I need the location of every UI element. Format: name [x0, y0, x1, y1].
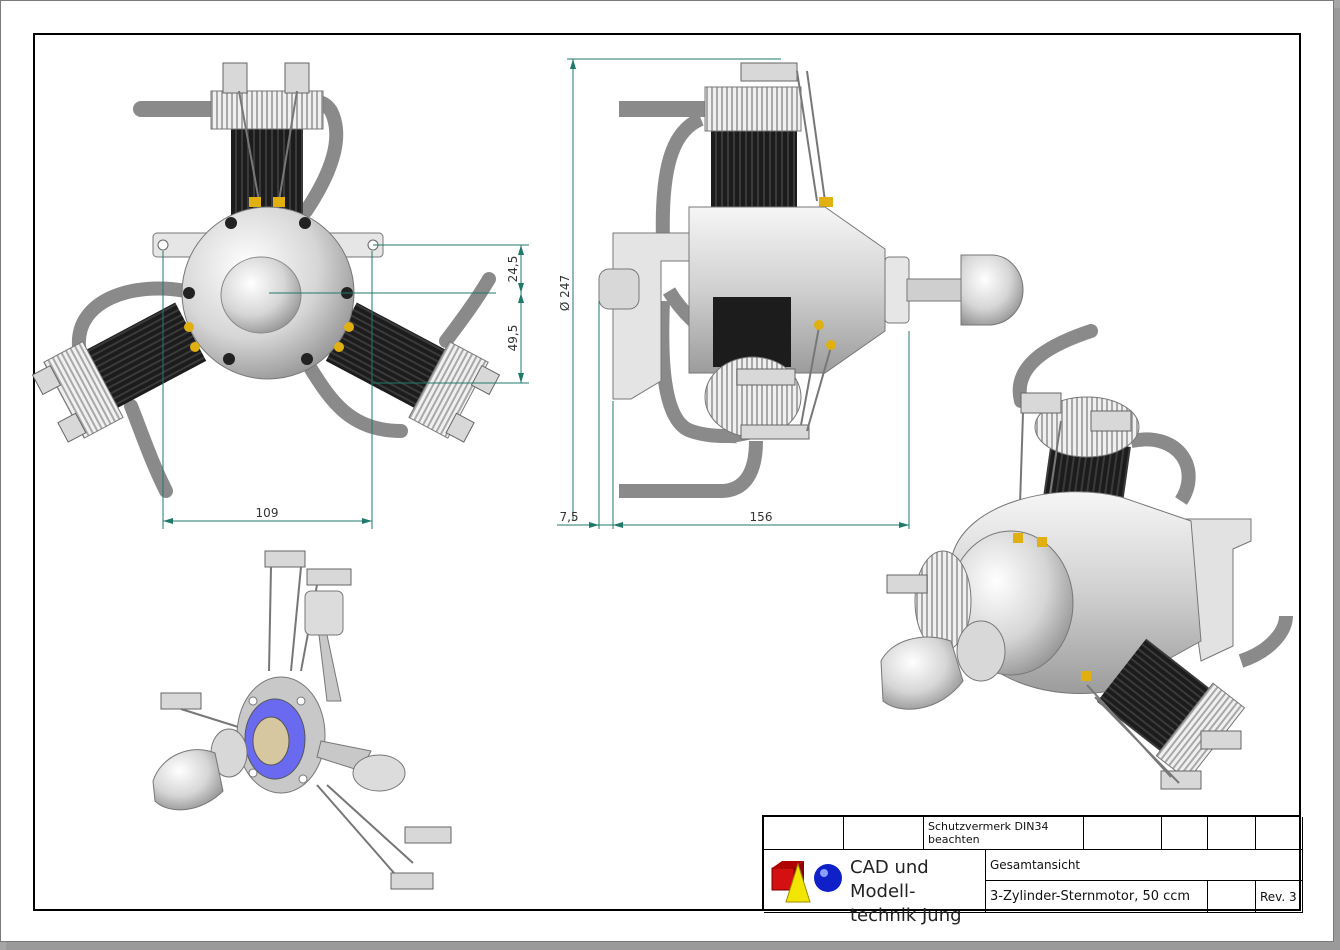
drawing-frame	[33, 33, 1301, 911]
dim-front-offset-upper: 24,5	[506, 256, 520, 283]
tb-empty-cell	[1256, 817, 1303, 850]
isometric-view	[880, 324, 1293, 790]
dim-side-offset: 7,5	[559, 510, 578, 524]
tb-empty-cell	[1084, 817, 1162, 850]
front-view-dimensions	[162, 244, 529, 529]
company-line-1: CAD und Modell-	[850, 857, 929, 902]
drawing-type: Gesamtansicht	[986, 850, 1303, 881]
company-line-2: technik Jung	[850, 905, 962, 926]
company-name: CAD und Modell- technik Jung	[764, 850, 985, 928]
company-logo-icon	[771, 861, 842, 903]
part-name: 3-Zylinder-Sternmotor, 50 ccm	[986, 881, 1208, 913]
company-cell: CAD und Modell- technik Jung	[764, 850, 986, 926]
tb-empty-cell	[764, 817, 844, 850]
dim-front-width: 109	[256, 506, 279, 520]
side-view	[598, 62, 1024, 498]
side-view-dimensions	[557, 58, 910, 529]
tb-empty-cell	[1208, 881, 1256, 913]
dim-side-length: 156	[750, 510, 773, 524]
tb-empty-cell	[1208, 817, 1256, 850]
crank-mechanism-view	[152, 550, 452, 890]
protection-note: Schutzvermerk DIN34 beachten	[924, 817, 1084, 850]
title-block: Schutzvermerk DIN34 beachten CAD und Mod…	[762, 815, 1303, 926]
revision: Rev. 3	[1256, 881, 1303, 913]
dim-front-offset-lower: 49,5	[506, 325, 520, 352]
tb-empty-cell	[844, 817, 924, 850]
front-view	[31, 62, 501, 498]
dim-side-diameter: Ø 247	[558, 275, 572, 311]
tb-empty-cell	[1162, 817, 1208, 850]
